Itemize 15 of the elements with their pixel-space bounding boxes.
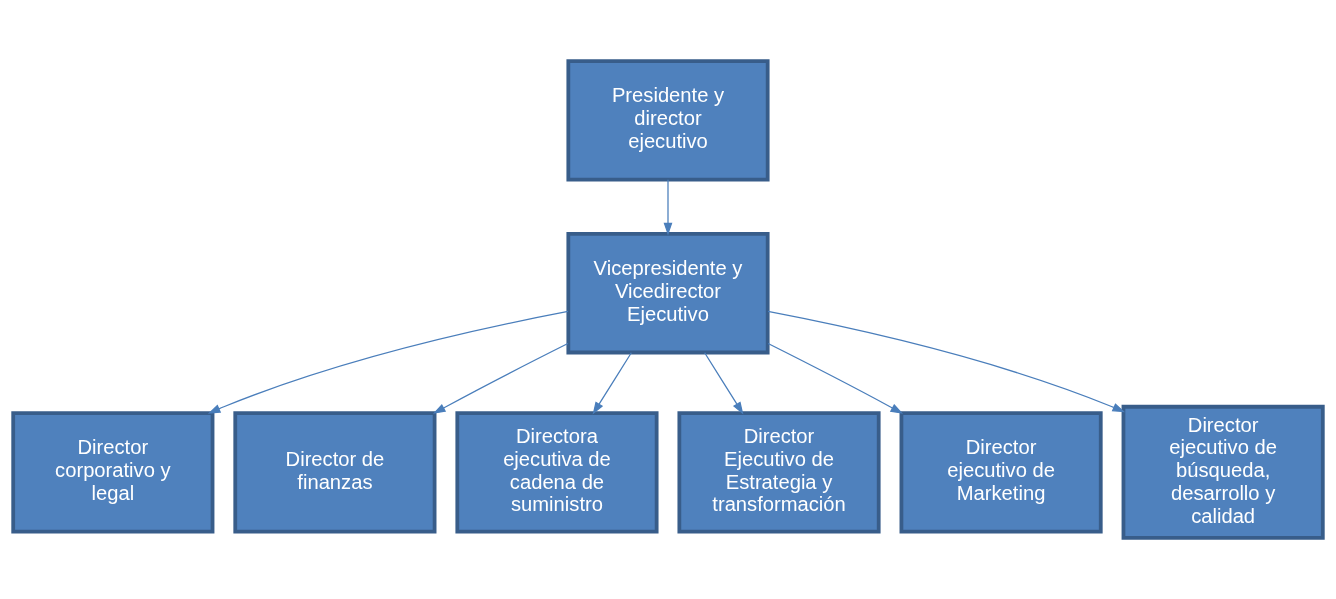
- node-box: Directora ejecutiva de cadena de suministro: [455, 411, 659, 534]
- arrow: [432, 342, 569, 414]
- node-box: Vicepresidente y Vicedirector Ejecutivo: [566, 232, 770, 355]
- node-box: Director de finanzas: [233, 411, 437, 534]
- arrow: [767, 342, 904, 414]
- arrow: [207, 310, 569, 414]
- node-box: Director corporativo y legal: [11, 411, 215, 534]
- node-box: Director ejecutivo de Marketing: [899, 411, 1103, 534]
- arrow: [704, 352, 744, 415]
- node-box: Director Ejecutivo de Estrategia y transformación: [677, 411, 881, 534]
- arrow: [592, 352, 632, 415]
- arrow: [663, 179, 673, 236]
- node-box: Director ejecutivo de búsqueda, desarrollo y calidad: [1121, 404, 1325, 540]
- arrow: [767, 310, 1126, 413]
- node-box: Presidente y director ejecutivo: [566, 59, 770, 182]
